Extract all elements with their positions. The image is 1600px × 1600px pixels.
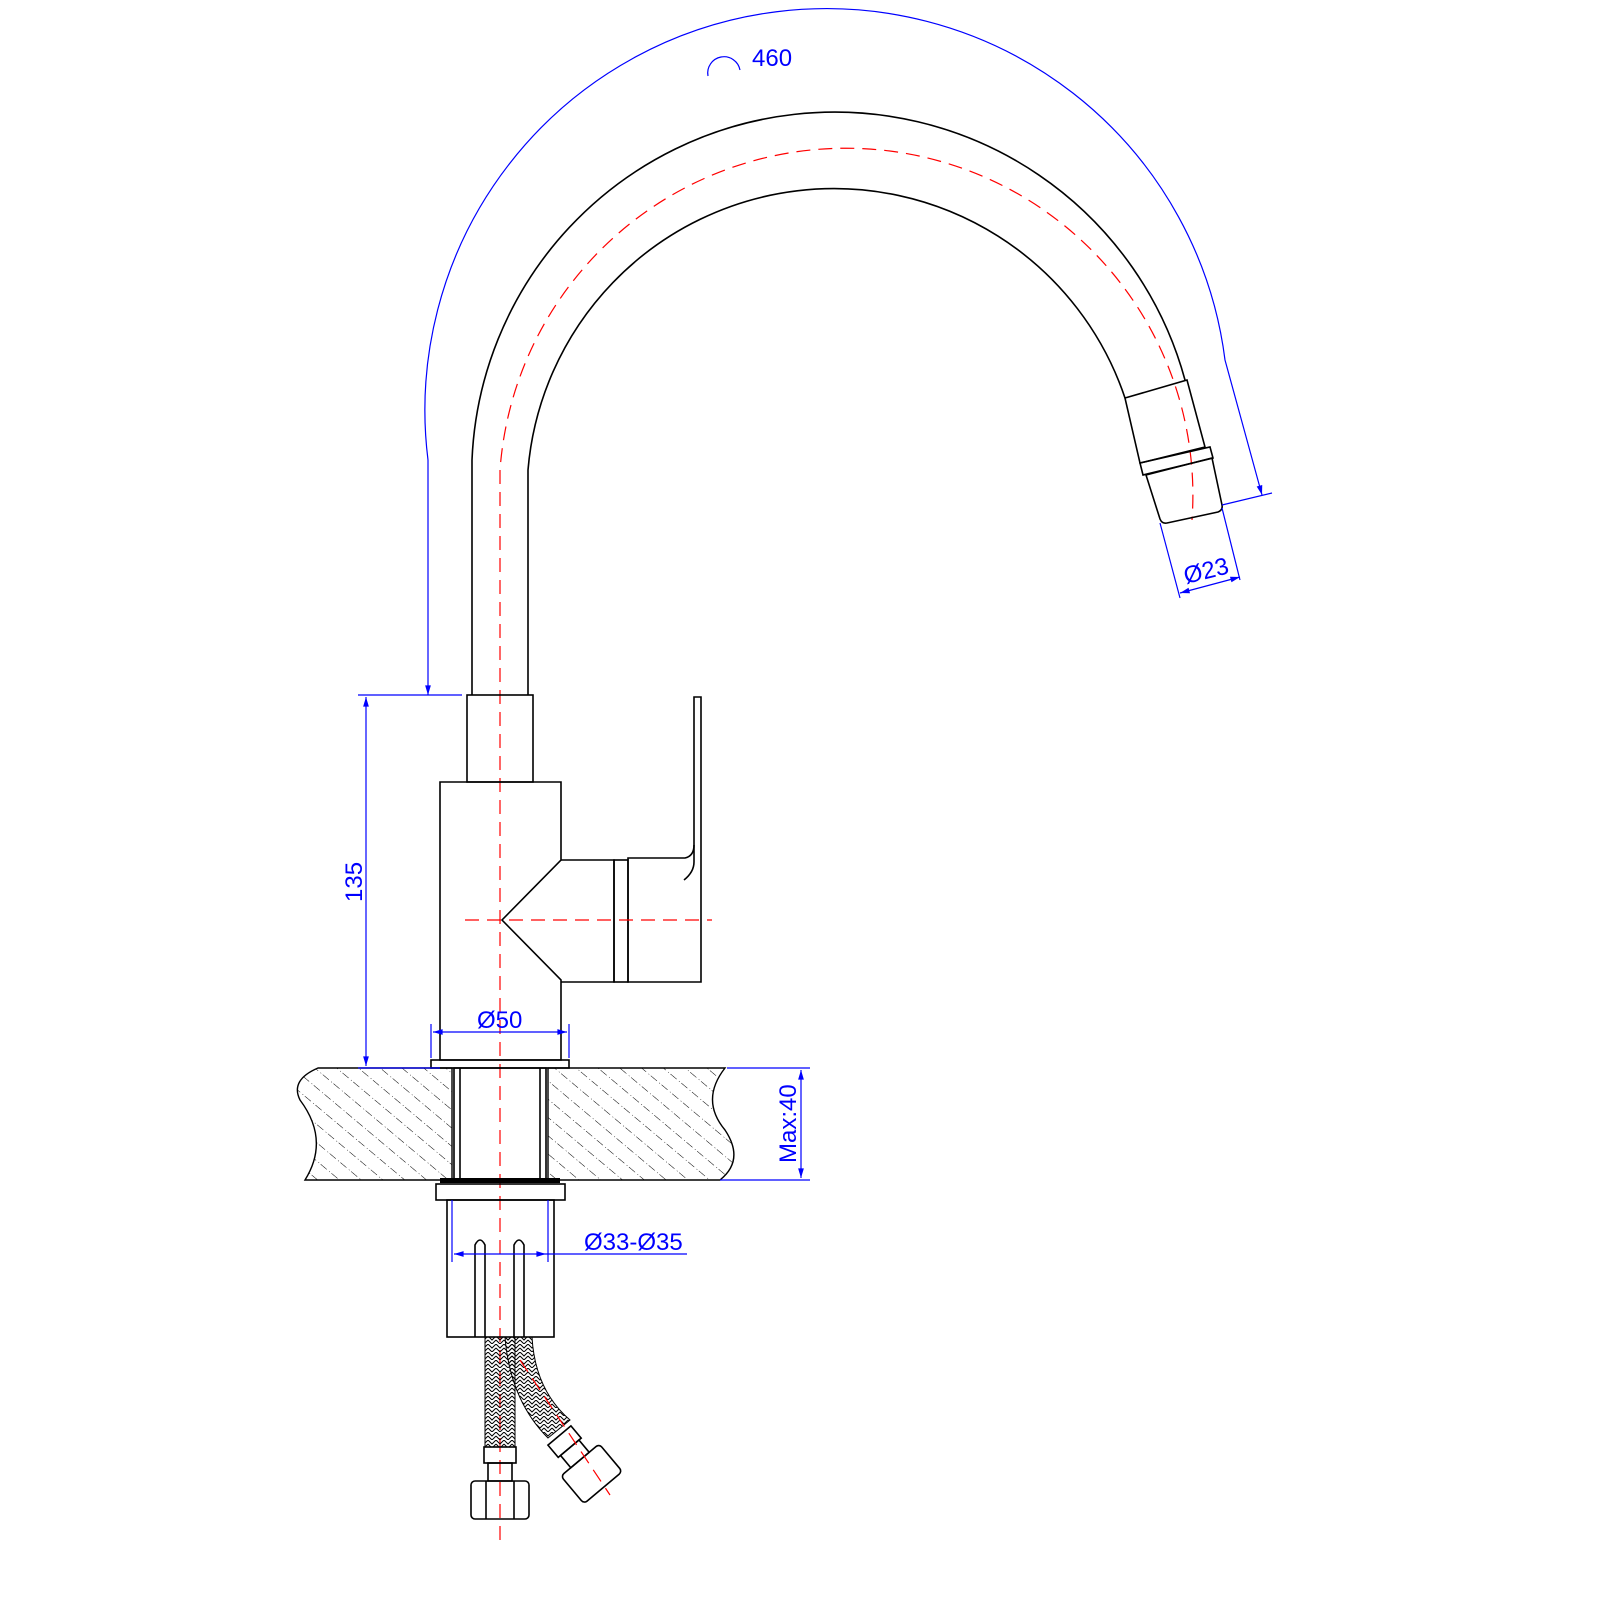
base-diameter-label: Ø50 xyxy=(477,1007,522,1034)
dimension-outlet: Ø23 xyxy=(1159,492,1273,599)
spout xyxy=(471,111,1223,1540)
countertop xyxy=(296,1067,735,1338)
body-height-label: 135 xyxy=(341,862,368,902)
lever-handle xyxy=(627,696,702,983)
dimension-hole: Ø33-Ø35 xyxy=(451,1200,687,1262)
countertop-thickness-label: Max:40 xyxy=(775,1084,802,1163)
faucet-body xyxy=(430,694,712,1069)
hole-diameter-label: Ø33-Ø35 xyxy=(584,1229,683,1256)
spout-outlet xyxy=(1124,379,1223,524)
dimension-max40: Max:40 xyxy=(720,1067,810,1181)
arc-length-label: 460 xyxy=(752,45,792,72)
dimension-135: 135 xyxy=(341,697,440,1069)
supply-hoses xyxy=(470,1336,622,1520)
dimension-50: Ø50 xyxy=(430,1007,570,1058)
dimension-460: 460 xyxy=(358,7,1263,696)
outlet-diameter-label: Ø23 xyxy=(1181,553,1232,590)
